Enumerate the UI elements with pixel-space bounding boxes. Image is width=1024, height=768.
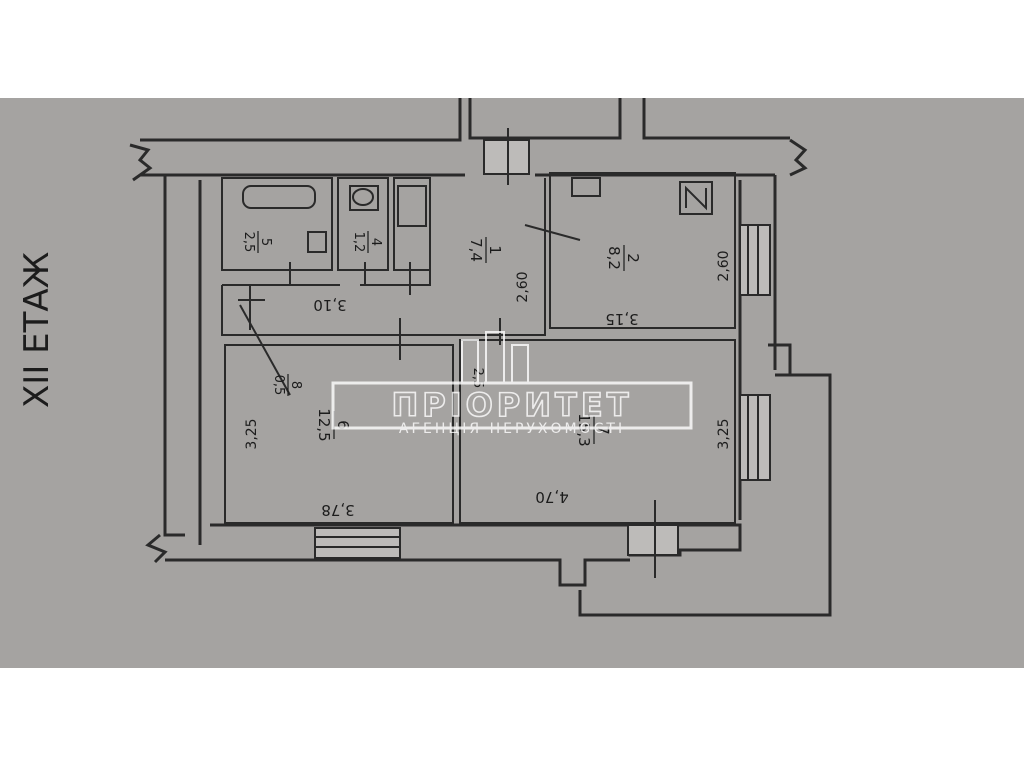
window-kitchen [739, 224, 771, 296]
svg-text:12,5: 12,5 [315, 408, 333, 441]
fixtures [242, 177, 713, 253]
outer-walls [129, 98, 832, 617]
toilet-bowl-icon [352, 188, 374, 206]
dim-hall-length: 3,10 [313, 296, 346, 314]
svg-text:2: 2 [624, 253, 642, 263]
dim-room2-width: 2,60 [716, 250, 732, 281]
svg-text:1: 1 [486, 245, 504, 255]
room-8-label: 8 0,5 [271, 374, 303, 396]
dim-hall-width: 2,60 [515, 271, 531, 302]
svg-text:8: 8 [288, 381, 303, 389]
room-5-label: 5 2,5 [241, 231, 273, 253]
entrance-door [483, 139, 530, 175]
watermark-brand: ПРІОРИТЕТ [391, 386, 632, 424]
svg-text:7: 7 [594, 425, 612, 435]
room-4-label: 4 1,2 [351, 231, 383, 253]
dim-room7-length: 4,70 [535, 488, 568, 506]
sink-icon [571, 177, 601, 197]
stove-icon [679, 181, 713, 215]
dim-room6-width: 3,25 [244, 418, 260, 449]
svg-text:6: 6 [334, 420, 352, 430]
svg-text:0,5: 0,5 [271, 375, 286, 396]
dimension-labels: 3,10 2,60 3,15 2,60 3,78 3,25 4,70 3,25 … [244, 250, 732, 519]
toilet-4 [337, 177, 389, 271]
floor-label: XII ЕТАЖ [17, 252, 57, 408]
room-7-label: 7 15,3 [575, 413, 612, 446]
room-7 [459, 339, 736, 524]
watermark-tagline: АГЕНЦІЯ НЕРУХОМОСТІ [399, 421, 625, 437]
dim-room6-length: 3,78 [321, 501, 354, 519]
svg-text:7,4: 7,4 [467, 238, 485, 262]
bathtub-icon [242, 185, 316, 209]
svg-text:15,3: 15,3 [575, 413, 593, 446]
bathroom-5 [221, 177, 333, 271]
room-6 [224, 344, 454, 524]
washbasin-icon [307, 231, 327, 253]
svg-text:1,2: 1,2 [351, 232, 366, 253]
room-2-label: 2 8,2 [605, 245, 642, 271]
dim-room2-length: 3,15 [605, 310, 638, 328]
svg-text:4: 4 [368, 238, 383, 246]
room-labels: 5 2,5 4 1,2 1 7,4 2 8,2 8 0,5 6 12,5 [241, 231, 642, 447]
svg-text:8,2: 8,2 [605, 246, 623, 270]
balcony-door [739, 394, 771, 481]
dim-room7-width: 3,25 [716, 418, 732, 449]
room-2 [549, 172, 736, 329]
svg-text:5: 5 [258, 238, 273, 246]
interior-walls [221, 172, 736, 524]
watermark-building-icon [461, 331, 529, 382]
room-1-label: 1 7,4 [467, 237, 504, 263]
window-room-7 [627, 524, 679, 556]
openings [238, 128, 771, 578]
window-room-6 [314, 527, 401, 559]
watermark: ПРІОРИТЕТ АГЕНЦІЯ НЕРУХОМОСТІ [331, 331, 693, 437]
svg-text:2,5: 2,5 [241, 232, 256, 253]
